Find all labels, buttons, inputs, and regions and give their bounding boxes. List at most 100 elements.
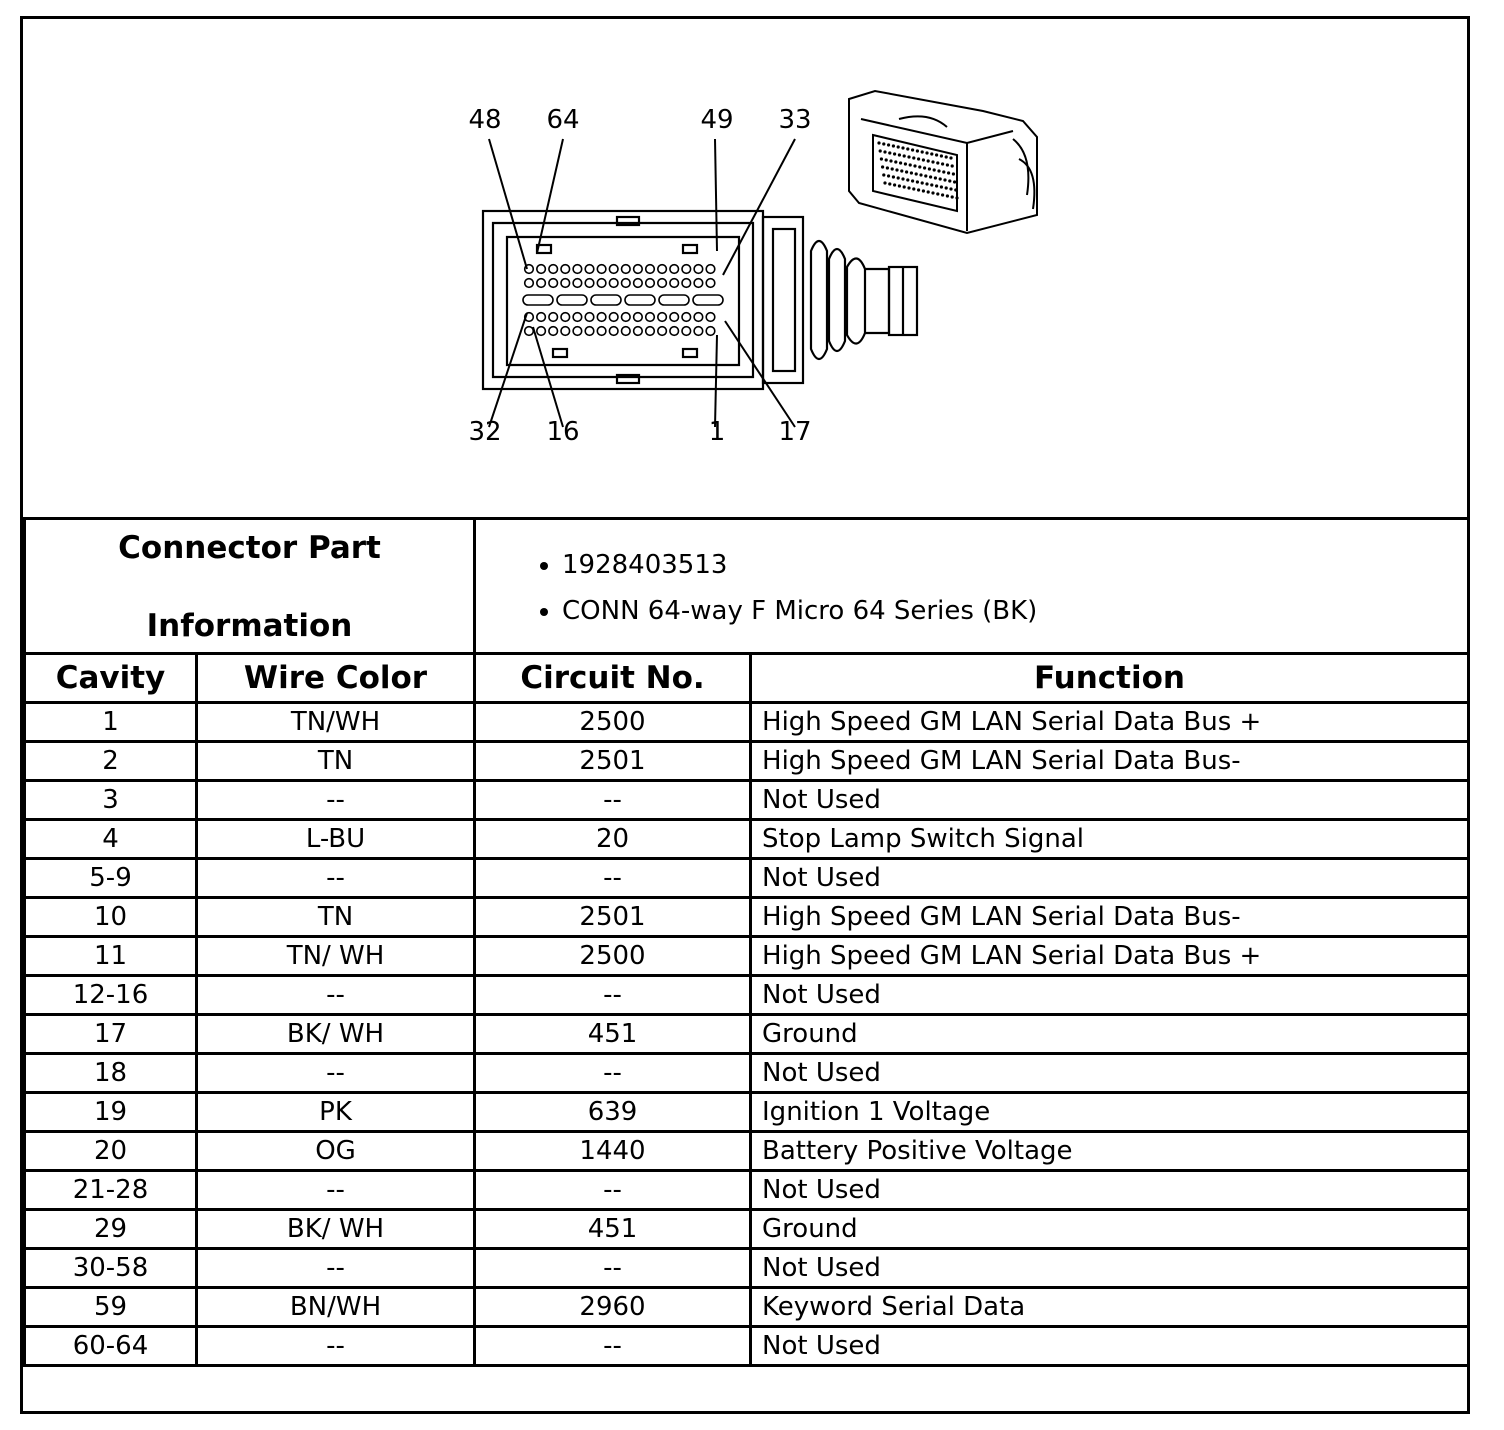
terminal-cavity [560,325,571,337]
thumbnail-terminal [939,154,944,158]
cavity-cell: 2 [23,740,198,782]
terminal-cavity [535,311,547,323]
thumbnail-terminal [912,187,916,191]
pin-label-1: 1 [708,417,726,447]
wire-color-cell: BN/WH [194,1286,477,1328]
function-cell: Not Used [749,974,1471,1016]
thumbnail-terminal [901,177,905,181]
circuit-cell: -- [473,1247,753,1289]
terminal-slot [624,294,656,306]
circuit-cell: 20 [473,818,753,860]
thumbnail-terminal [905,170,909,174]
cavity-cell: 21-28 [23,1169,198,1211]
thumbnail-terminal [903,162,908,166]
thumbnail-terminal [895,168,899,172]
terminal-cavity [656,325,668,337]
function-cell: High Speed GM LAN Serial Data Bus + [749,935,1471,977]
terminal-cavity [644,263,656,275]
thumbnail-terminal [950,195,954,199]
cavity-cell: 60-64 [23,1325,198,1367]
thumbnail-terminal [913,164,917,168]
terminal-cavity [681,311,692,323]
cavity-cell: 12-16 [23,974,198,1016]
thumbnail-terminal [930,152,934,156]
table-row: 18----Not Used [23,1052,1471,1094]
thumbnail-terminal [909,171,914,175]
thumbnail-terminal [887,143,891,147]
thumbnail-terminal [914,172,918,176]
thumbnail-terminal [954,188,958,192]
thumbnail-terminal [921,158,926,162]
thumbnail-terminal [930,183,934,187]
pin-label-48: 48 [468,105,502,135]
thumbnail-terminal [920,181,924,185]
thumbnail-terminal [893,152,897,156]
terminal-cavity [572,325,583,337]
thumbnail-terminal [906,178,910,182]
connector-face-drawing [481,89,1038,428]
terminal-cavity [584,311,595,323]
connector-part-label-line2: Information [146,608,353,644]
terminal-cavity [584,325,595,337]
thumbnail-terminal [891,144,896,148]
function-cell: Not Used [749,1247,1471,1289]
thumbnail-terminal [900,169,904,173]
thumbnail-terminal [907,186,911,190]
thumbnail-terminal [945,194,950,198]
pin-label-49: 49 [700,105,734,135]
terminal-cavity [620,311,631,323]
thumbnail-terminal [901,146,905,150]
terminal-cavity [681,325,692,337]
thumbnail-terminal [947,171,951,175]
terminal-cavity [681,263,692,275]
cavity-cell: 30-58 [23,1247,198,1289]
thumbnail-terminal [885,166,890,170]
connector-part-label-line1: Connector Part [118,530,381,566]
terminal-cavity [548,263,559,275]
thumbnail-terminal [955,196,959,200]
terminal-cavity [572,277,583,289]
thumbnail-terminal [943,178,947,182]
terminal-cavity [656,277,668,289]
thumbnail-terminal [878,149,882,153]
circuit-cell: 2500 [473,701,753,743]
table-row: 12-16----Not Used [23,974,1471,1016]
terminal-cavity [548,311,559,323]
cavity-cell: 17 [23,1013,198,1055]
thumbnail-terminal [896,176,900,180]
cavity-table: Connector Part Information 1928403513 CO… [22,517,1471,1367]
thumbnail-terminal [897,153,902,157]
circuit-cell: -- [473,857,753,899]
thumbnail-terminal [883,181,887,185]
terminal-cavity [693,277,704,289]
terminal-cavity [693,263,704,275]
thumbnail-terminal [921,189,926,193]
table-row: 21-28----Not Used [23,1169,1471,1211]
function-cell: High Speed GM LAN Serial Data Bus- [749,896,1471,938]
wire-color-cell: L-BU [194,818,477,860]
thumbnail-terminal [949,187,953,191]
circuit-cell: -- [473,1325,753,1367]
wire-color-cell: TN [194,740,477,782]
terminal-cavity [705,325,716,337]
thumbnail-terminal [935,184,939,188]
thumbnail-terminal [948,179,952,183]
thumbnail-terminal [881,165,885,169]
terminal-slot [522,294,554,306]
terminal-cavity [656,263,668,275]
cavity-cell: 20 [23,1130,198,1172]
thumbnail-terminal [917,157,921,161]
thumbnail-terminal [937,169,941,173]
terminal-cavity [523,325,535,337]
header-function: Function [749,652,1471,704]
thumbnail-terminal [925,151,929,155]
thumbnail-terminal [924,174,928,178]
terminal-cavity [548,325,559,337]
thumbnail-terminal [944,155,948,159]
circuit-cell: 639 [473,1091,753,1133]
table-row: 30-58----Not Used [23,1247,1471,1289]
thumbnail-terminal [911,148,915,152]
function-cell: Ignition 1 Voltage [749,1091,1471,1133]
circuit-cell: 451 [473,1208,753,1250]
